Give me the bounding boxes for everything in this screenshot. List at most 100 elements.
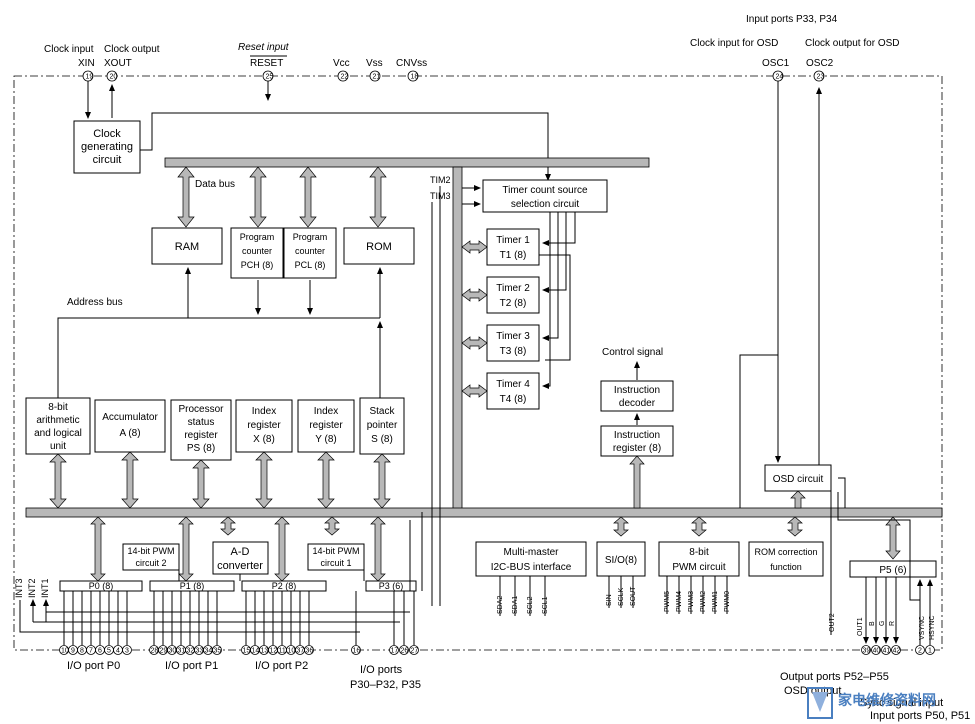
svg-text:12: 12: [270, 648, 278, 655]
io-ports-p3-range-label: P30–P32, P35: [350, 679, 421, 691]
svg-text:25: 25: [266, 74, 274, 81]
svg-text:X (8): X (8): [253, 434, 275, 445]
osd-circuit-block: OSD circuit: [764, 464, 832, 492]
svg-text:30: 30: [169, 648, 177, 655]
pwm-lines: [666, 576, 728, 614]
sio-block: SI/O(8): [596, 541, 646, 577]
svg-text:register: register: [184, 430, 218, 441]
svg-text:8: 8: [80, 648, 84, 655]
svg-text:ROM: ROM: [366, 241, 392, 253]
port-p0-block: P0 (8): [59, 580, 143, 592]
svg-text:33: 33: [196, 648, 204, 655]
svg-text:8-bit: 8-bit: [689, 547, 709, 558]
svg-text:counter: counter: [295, 246, 325, 256]
svg-text:4: 4: [116, 648, 120, 655]
sio-lines: [608, 576, 634, 608]
svg-text:Accumulator: Accumulator: [102, 412, 158, 423]
svg-text:21: 21: [373, 74, 381, 81]
svg-text:41: 41: [883, 648, 891, 655]
processor-status-block: Processor status register PS (8): [170, 399, 232, 461]
clock-input-label: Clock input: [44, 44, 94, 55]
instruction-register-block: Instruction register (8): [600, 425, 674, 457]
svg-text:OSD circuit: OSD circuit: [773, 474, 824, 485]
watermark-text: 家电维修资料网: [838, 692, 936, 709]
svg-text:circuit 1: circuit 1: [320, 558, 351, 568]
input-ports-p3-label: Input ports P33, P34: [746, 14, 838, 25]
svg-text:27: 27: [411, 648, 419, 655]
svg-text:39: 39: [863, 648, 871, 655]
index-x-block: Index register X (8): [235, 399, 293, 453]
svg-text:T2 (8): T2 (8): [500, 298, 527, 309]
port-p3-block: P3 (6): [365, 580, 417, 592]
svg-text:Stack: Stack: [369, 406, 395, 417]
svg-text:35: 35: [214, 648, 222, 655]
svg-text:PCH (8): PCH (8): [241, 260, 274, 270]
int3-label: INT3: [14, 578, 24, 598]
svg-text:selection circuit: selection circuit: [511, 199, 580, 210]
svg-text:and logical: and logical: [34, 428, 82, 439]
svg-text:10: 10: [288, 648, 296, 655]
svg-text:19: 19: [86, 74, 94, 81]
pwm8-block: 8-bit PWM circuit: [658, 541, 740, 577]
timer1-block: Timer 1 T1 (8): [486, 228, 540, 266]
i2c-lines: [499, 576, 546, 616]
adc-block: A-D converter: [212, 541, 269, 575]
svg-text:converter: converter: [217, 560, 263, 572]
svg-text:P1 (8): P1 (8): [180, 581, 205, 591]
timer4-block: Timer 4 T4 (8): [486, 372, 540, 410]
int2-label: INT2: [27, 578, 37, 598]
hsync-label: HSYNC: [929, 615, 936, 640]
svg-text:32: 32: [187, 648, 195, 655]
port-p2-block: P2 (8): [241, 580, 327, 592]
out1-label: OUT1: [857, 617, 864, 636]
svg-text:11: 11: [279, 648, 286, 655]
svg-text:22: 22: [341, 74, 349, 81]
svg-text:pointer: pointer: [367, 420, 398, 431]
svg-text:42: 42: [893, 648, 901, 655]
svg-text:generating: generating: [81, 141, 133, 153]
osc2-label: OSC2: [806, 58, 834, 69]
svg-text:S (8): S (8): [371, 434, 393, 445]
svg-text:Timer count source: Timer count source: [502, 185, 588, 196]
svg-text:unit: unit: [50, 441, 66, 452]
svg-text:Index: Index: [314, 406, 338, 417]
svg-text:SI/O(8): SI/O(8): [605, 555, 637, 566]
bottom-pins-p3: 16 17 26 27: [351, 645, 419, 655]
io-port-p2-label: I/O port P2: [255, 660, 308, 672]
svg-text:Timer 4: Timer 4: [496, 379, 530, 390]
svg-text:T4 (8): T4 (8): [500, 394, 527, 405]
svg-text:Timer 1: Timer 1: [496, 235, 530, 246]
pwm14-circuit1-block: 14-bit PWM circuit 1: [307, 543, 365, 571]
svg-text:Instruction: Instruction: [614, 430, 660, 441]
port-p5-block: P5 (6): [849, 560, 937, 578]
control-signal-label: Control signal: [602, 347, 663, 358]
vsync-label: VSYNC: [919, 616, 926, 640]
vss-label: Vss: [366, 58, 383, 69]
svg-text:24: 24: [776, 74, 784, 81]
port-p1-block: P1 (8): [149, 580, 235, 592]
lower-data-bus: [25, 507, 943, 518]
svg-text:ROM correction: ROM correction: [754, 547, 817, 557]
svg-text:PS (8): PS (8): [187, 443, 215, 454]
bottom-pins-p5: 39 40 41 42 2 1: [861, 645, 935, 655]
vcc-label: Vcc: [333, 58, 350, 69]
watermark-logo: 家电维修资料网: [807, 687, 936, 719]
accumulator-block: Accumulator A (8): [94, 399, 166, 453]
instr-arrow: [629, 455, 645, 509]
svg-text:arithmetic: arithmetic: [36, 415, 79, 426]
clock-input-osd-label: Clock input for OSD: [690, 38, 778, 49]
clock-output-label: Clock output: [104, 44, 160, 55]
timer2-block: Timer 2 T2 (8): [486, 276, 540, 314]
svg-text:Instruction: Instruction: [614, 385, 660, 396]
svg-text:I2C-BUS interface: I2C-BUS interface: [491, 562, 572, 573]
data-bus: [164, 157, 650, 168]
bottom-pins-p2: 15 14 13 12 11 10 37 36: [241, 645, 314, 655]
peripheral-arrows: [90, 516, 901, 582]
cnvss-label: CNVss: [396, 58, 427, 69]
pch-block: Program counter PCH (8): [230, 227, 284, 279]
svg-text:T1 (8): T1 (8): [500, 250, 527, 261]
svg-text:P2 (8): P2 (8): [272, 581, 297, 591]
reset-label: RESET: [250, 58, 283, 69]
svg-text:register: register: [247, 420, 281, 431]
